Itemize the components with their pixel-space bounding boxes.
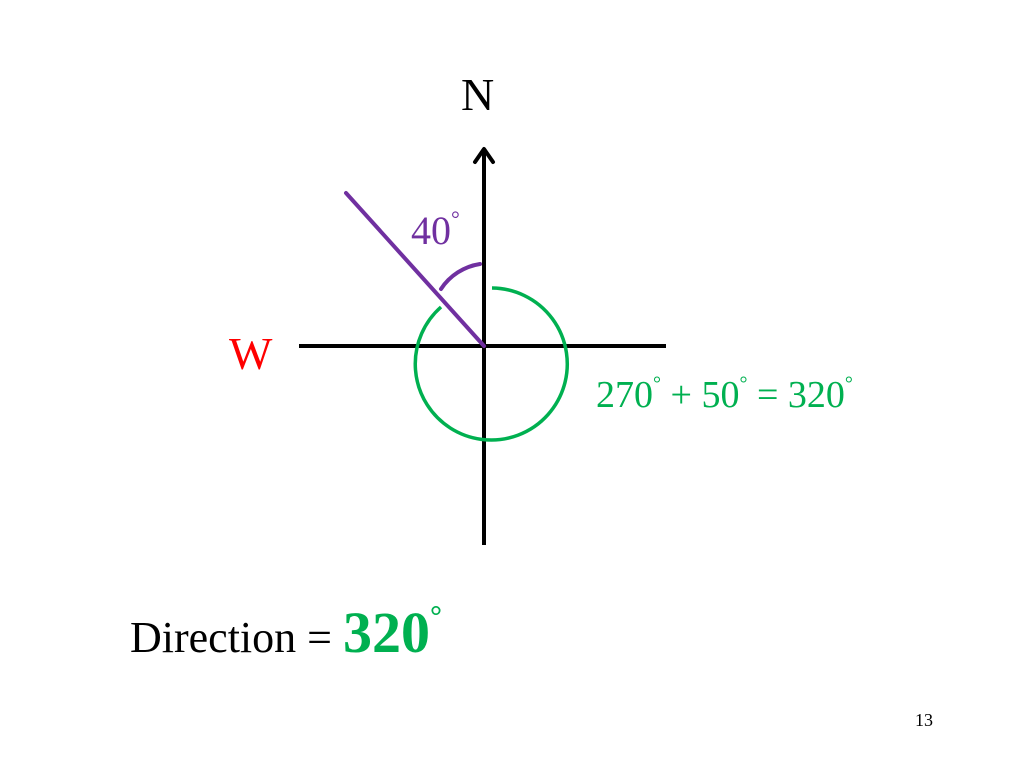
calc-result: 320 [787, 374, 845, 416]
bearing-line [344, 191, 486, 348]
degree-symbol: ° [844, 373, 853, 395]
degree-symbol: ° [653, 373, 661, 395]
direction-value: 320 [342, 600, 430, 665]
bearing-calculation: 270° + 50° = 320° [596, 373, 853, 416]
direction-answer: 320° [343, 600, 442, 665]
full-rotation-arc [413, 286, 569, 442]
angle-arc-40 [439, 262, 482, 291]
degree-symbol: ° [451, 206, 460, 231]
degree-symbol: ° [429, 600, 442, 633]
direction-prefix: Direction = [130, 613, 343, 662]
page-number: 13 [915, 710, 933, 730]
calc-plus: + [661, 374, 702, 416]
angle-value: 40 [411, 208, 451, 253]
angle-label: 40° [411, 208, 460, 253]
degree-symbol: ° [739, 373, 748, 395]
calc-term-a: 270 [596, 374, 653, 416]
calc-equals: = [747, 374, 788, 416]
direction-statement: Direction = 320° [130, 602, 442, 662]
north-label: N [461, 69, 495, 120]
west-label: W [229, 328, 273, 379]
north-arrowhead [473, 147, 495, 164]
calc-term-b: 50 [701, 374, 740, 416]
